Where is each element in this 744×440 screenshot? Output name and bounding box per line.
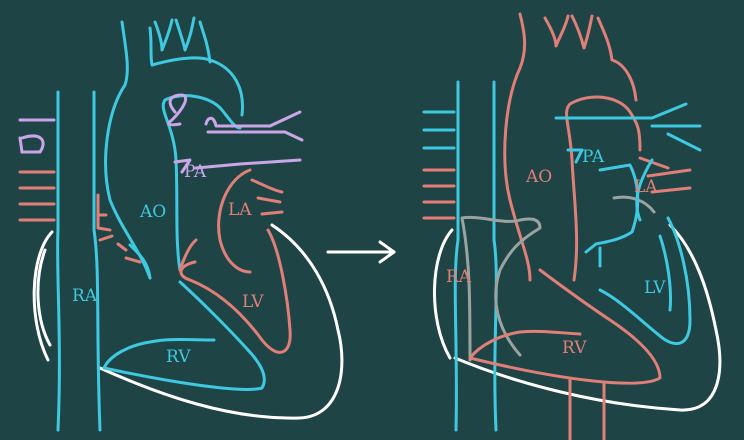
right-label-pa: PA bbox=[582, 147, 605, 167]
left-label-lv: LV bbox=[242, 292, 264, 312]
right-label-ra: RA bbox=[446, 267, 472, 287]
right-label-lv: LV bbox=[644, 278, 666, 298]
left-label-ra: RA bbox=[72, 286, 98, 306]
right-label-ao: AO bbox=[525, 167, 552, 187]
left-vena-cava-left bbox=[58, 92, 60, 430]
left-label-ao: AO bbox=[139, 202, 166, 222]
left-label-la: LA bbox=[228, 200, 252, 220]
right-label-rv: RV bbox=[562, 338, 587, 358]
left-pa-branch-3 bbox=[20, 138, 22, 152]
left-label-rv: RV bbox=[166, 347, 191, 367]
left-label-pa: PA bbox=[184, 162, 207, 182]
right-label-la: LA bbox=[634, 177, 658, 197]
